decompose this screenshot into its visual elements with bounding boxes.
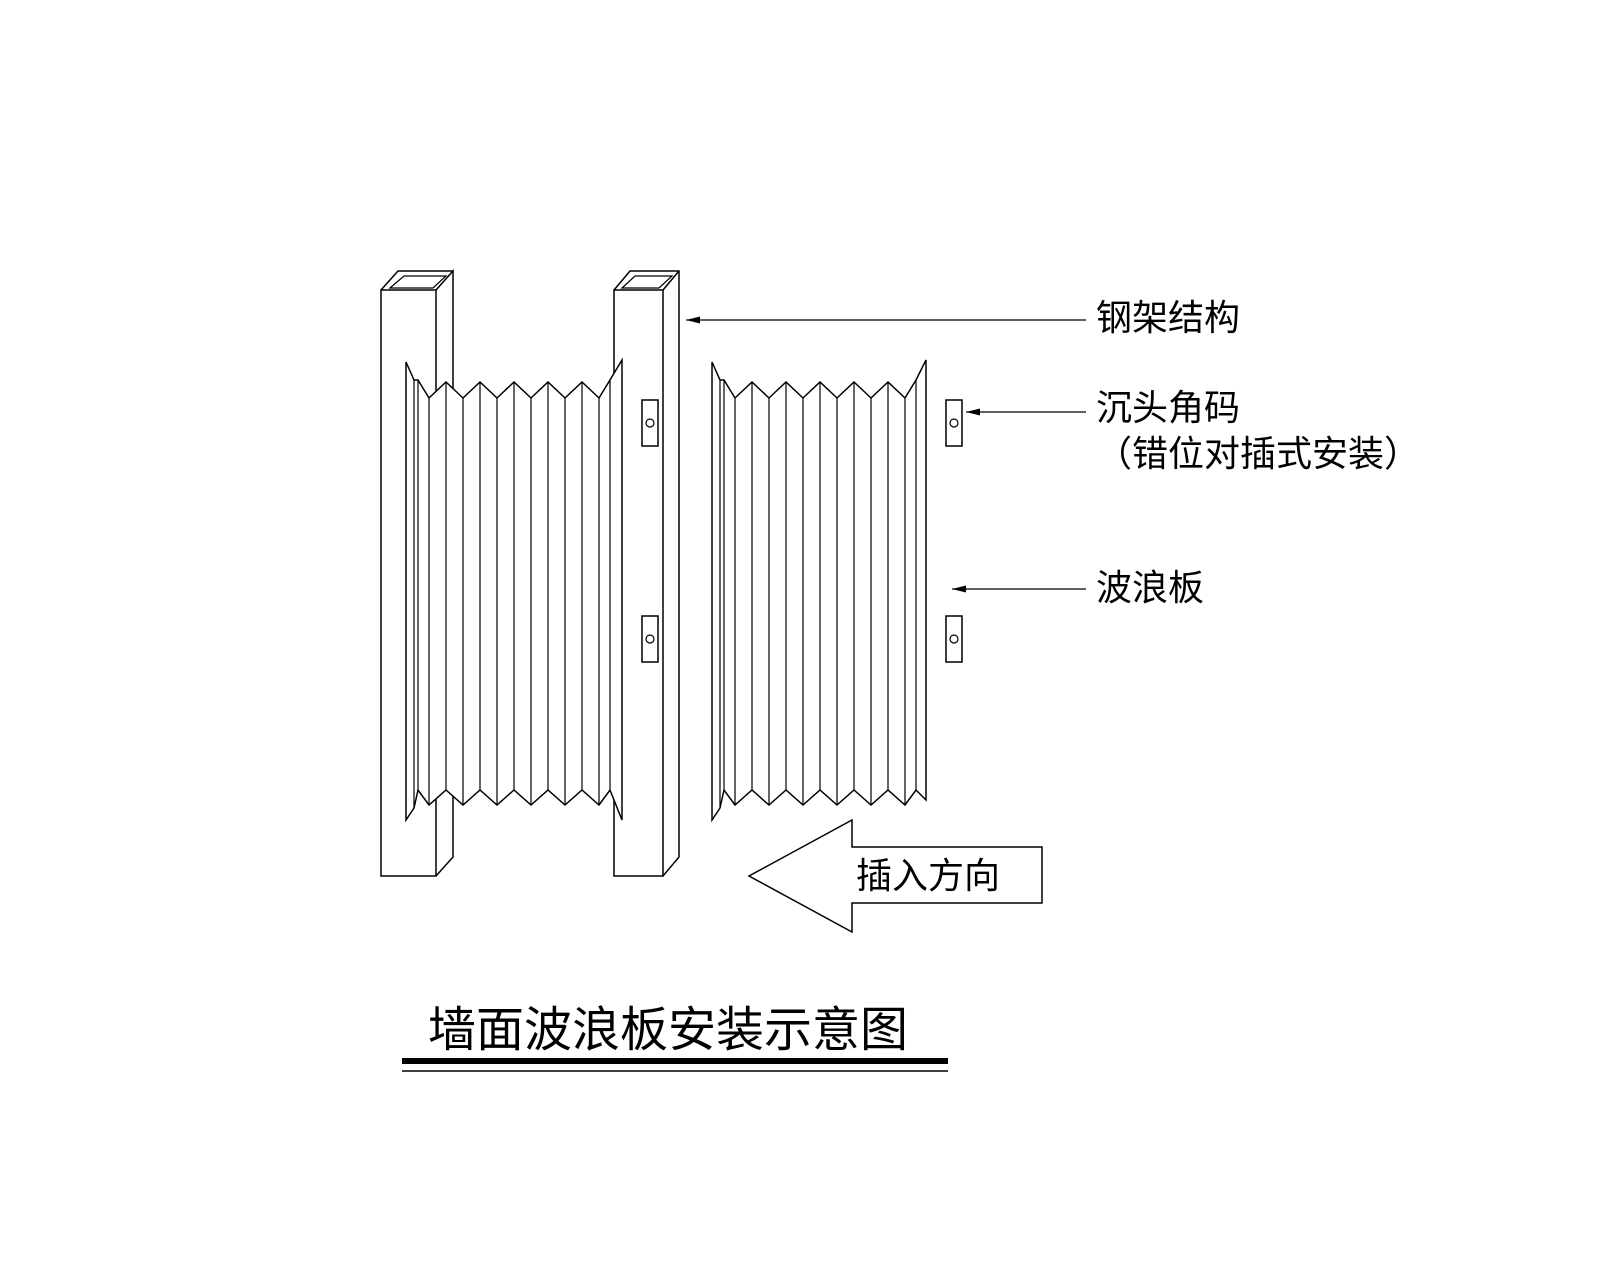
corrugated-panel-free xyxy=(711,359,927,823)
leader-steel-frame xyxy=(686,316,1086,324)
label-corrugated-panel: 波浪板 xyxy=(1096,568,1204,609)
leader-bracket xyxy=(966,408,1086,416)
corrugated-panel-installed xyxy=(405,357,623,823)
insert-direction-arrow xyxy=(747,818,1043,934)
label-bracket-note: （错位对插式安装） xyxy=(1096,434,1420,475)
label-insert-direction: 插入方向 xyxy=(856,856,1000,897)
bracket-installed-top xyxy=(641,399,659,447)
leader-panel xyxy=(952,585,1086,593)
bracket-free-bottom xyxy=(945,615,963,663)
diagram-title: 墙面波浪板安装示意图 xyxy=(428,1002,908,1058)
panel-flute-lines xyxy=(719,380,917,808)
label-steel-frame: 钢架结构 xyxy=(1096,298,1240,339)
bracket-installed-bottom xyxy=(641,615,659,663)
steel-post-right xyxy=(613,270,680,877)
bracket-free-top xyxy=(945,399,963,447)
label-countersunk-bracket: 沉头角码 xyxy=(1096,388,1240,429)
panel-flute-lines xyxy=(413,380,611,808)
